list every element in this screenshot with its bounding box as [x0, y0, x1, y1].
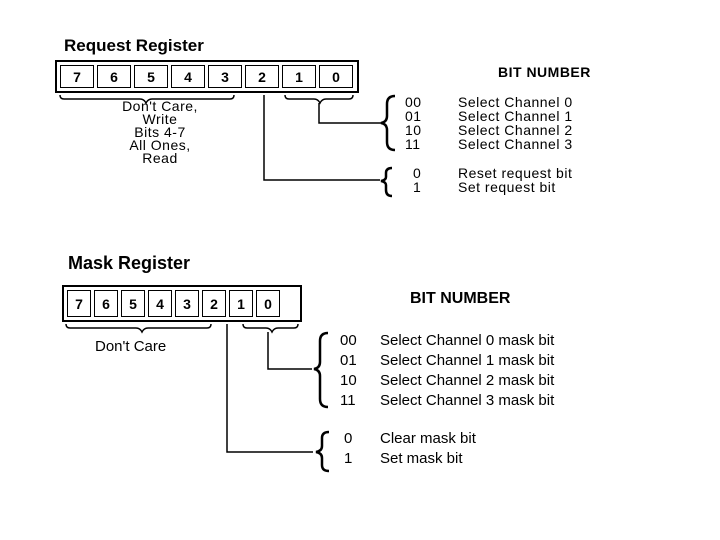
- mask-bit-cell: 0: [256, 290, 280, 317]
- mask-bit-cell: 3: [175, 290, 199, 317]
- request-code: 11: [405, 136, 421, 152]
- mask-channel-leader: [267, 332, 312, 370]
- mask-register-bits: 7 6 5 4 3 2 1 0: [62, 285, 302, 322]
- mask-bit-cell: 4: [148, 290, 172, 317]
- mask-bit-desc: Clear mask bit: [380, 430, 476, 447]
- note-line: Don't Care,: [122, 98, 198, 114]
- request-register-title: Request Register: [64, 36, 204, 55]
- mask-desc: Select Channel 0 mask bit: [380, 332, 555, 349]
- request-code: 01: [405, 108, 422, 124]
- request-code: 00: [405, 94, 422, 110]
- mask-channel-brace: [242, 323, 299, 334]
- request-desc: Select Channel 0: [458, 94, 573, 110]
- mask-desc: Select Channel 1 mask bit: [380, 352, 555, 369]
- mask-bit-cell: 5: [121, 290, 145, 317]
- request-bit-cell: 1: [282, 65, 316, 88]
- note-line: Read: [142, 150, 178, 166]
- mask-dont-care-note: Don't Care: [95, 338, 167, 355]
- request-bit-cell: 2: [245, 65, 279, 88]
- mask-bit-desc: Set mask bit: [380, 450, 463, 467]
- request-bit-code: 0: [413, 165, 422, 181]
- mask-bit-code: 1: [344, 450, 353, 467]
- mask-desc: Select Channel 3 mask bit: [380, 392, 555, 409]
- request-bit-cell: 4: [171, 65, 205, 88]
- request-bit-cell: 7: [60, 65, 94, 88]
- note-line: Write: [142, 111, 178, 127]
- request-desc: Select Channel 2: [458, 122, 573, 138]
- request-bit-leader: [263, 95, 380, 181]
- mask-bit-cell: 2: [202, 290, 226, 317]
- request-desc: Select Channel 3: [458, 136, 573, 152]
- mask-bit-cell: 6: [94, 290, 118, 317]
- mask-bit-cell: 7: [67, 290, 91, 317]
- request-bit-desc: Reset request bit: [458, 165, 573, 181]
- request-bit-number-label: BIT NUMBER: [498, 64, 591, 80]
- mask-register-title: Mask Register: [68, 253, 191, 273]
- mask-desc: Select Channel 2 mask bit: [380, 372, 555, 389]
- request-bit-code: 1: [413, 179, 422, 195]
- mask-code: 11: [340, 392, 356, 409]
- request-channel-leader: [318, 103, 383, 124]
- request-channel-curly-brace: [380, 94, 396, 152]
- request-dont-care-note: Don't Care, Write Bits 4-7 All Ones, Rea…: [90, 98, 230, 166]
- request-dont-care-brace: [59, 94, 235, 105]
- mask-bit-number-label: BIT NUMBER: [410, 290, 511, 307]
- request-register-bits: 7 6 5 4 3 2 1 0: [55, 60, 359, 93]
- request-desc: Select Channel 1: [458, 108, 573, 124]
- mask-channel-curly-brace: [313, 331, 329, 409]
- request-bit-cell: 5: [134, 65, 168, 88]
- request-code: 10: [405, 122, 422, 138]
- mask-bit-cell: 1: [229, 290, 253, 317]
- mask-bit-curly-brace: [315, 430, 330, 473]
- request-channel-brace: [284, 94, 354, 105]
- mask-bit-leader: [226, 324, 313, 453]
- request-bit-curly-brace: [380, 166, 393, 198]
- note-line: All Ones,: [129, 137, 191, 153]
- mask-dont-care-brace: [65, 323, 212, 334]
- note-line: Bits 4-7: [134, 124, 186, 140]
- request-bit-cell: 6: [97, 65, 131, 88]
- request-bit-cell: 3: [208, 65, 242, 88]
- request-bit-cell: 0: [319, 65, 353, 88]
- mask-code: 00: [340, 332, 357, 349]
- mask-code: 01: [340, 352, 357, 369]
- mask-code: 10: [340, 372, 357, 389]
- request-bit-desc: Set request bit: [458, 179, 556, 195]
- mask-bit-code: 0: [344, 430, 353, 447]
